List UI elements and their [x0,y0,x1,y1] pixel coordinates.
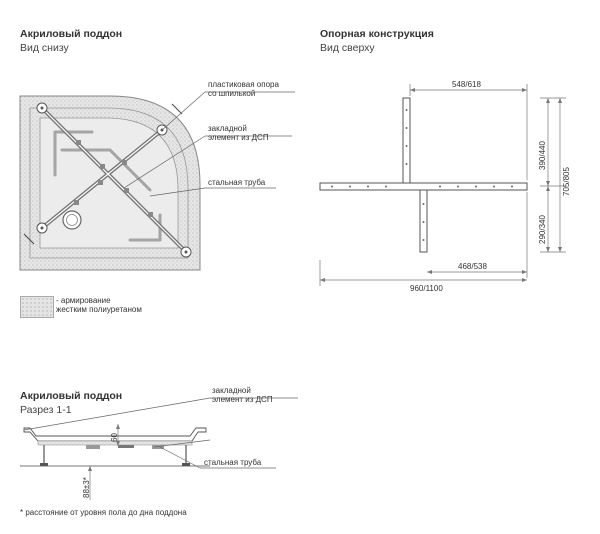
section-callout-wood: закладной элемент из ДСП [212,386,273,404]
callout-line: со шпилькой [208,89,256,98]
support-frame-title: Опорная конструкция [320,28,434,40]
tray-bottom-subtitle: Вид снизу [20,42,69,54]
legend-line: - армирование [56,296,111,305]
section-callout-tube: стальная труба [204,458,261,467]
reinforcement-swatch [20,296,54,318]
dim-right-upper: 390/440 [538,141,547,170]
support-frame-view [319,84,566,286]
dim-right-lower: 290/340 [538,215,547,244]
support-frame-subtitle: Вид сверху [320,42,375,54]
callout-line: стальная труба [208,178,266,187]
section-subtitle: Разрез 1-1 [20,404,72,416]
section-title: Акриловый поддон [20,390,123,402]
callout-line: элемент из ДСП [212,395,273,404]
callout-wood-element: закладной элемент из ДСП [208,124,269,142]
dim-bottom-inner: 468/538 [458,262,487,271]
dim-top: 548/618 [452,80,481,89]
section-view [20,397,298,500]
callout-line: закладной [212,386,251,395]
callout-line: стальная труба [204,458,262,467]
footnote: * расстояние от уровня пола до дна поддо… [20,508,187,517]
dim-overall-height: 705/805 [562,167,571,196]
dim-overall-width: 960/1100 [410,284,443,293]
callout-line: элемент из ДСП [208,133,269,142]
dim-floor: 88±3* [82,477,91,498]
callout-line: пластиковая опора [208,80,279,89]
dim-section-height: 60 [110,433,119,442]
legend-line: жестким полиуретаном [56,305,142,314]
callout-line: закладной [208,124,247,133]
callout-plastic-support: пластиковая опора со шпилькой [208,80,279,98]
legend-text: - армирование жестким полиуретаном [56,296,142,314]
callout-steel-tube: стальная труба [208,178,265,187]
tray-bottom-title: Акриловый поддон [20,28,123,40]
tray-bottom-view [19,91,295,271]
